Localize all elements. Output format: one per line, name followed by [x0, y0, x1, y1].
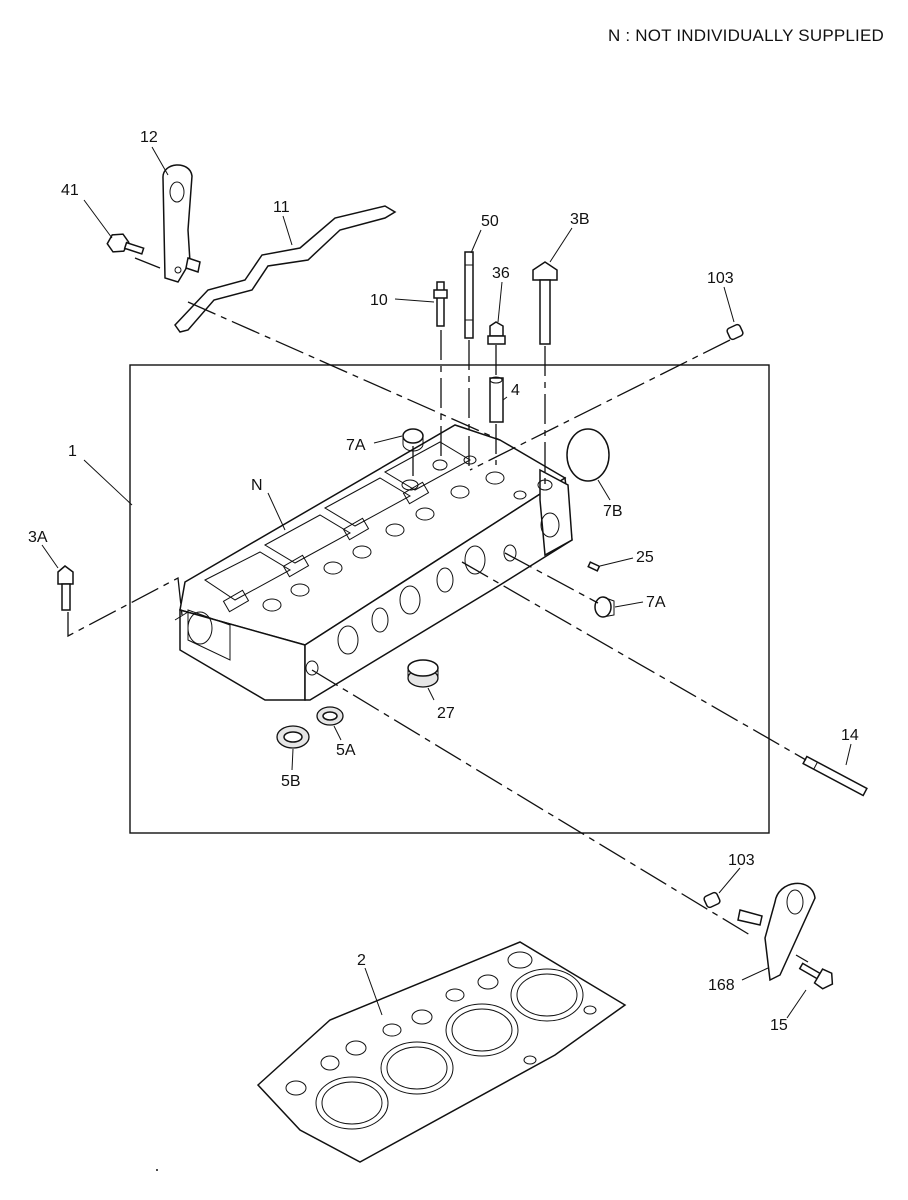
- label-14: 14: [841, 727, 859, 744]
- label-103-bottom: 103: [728, 852, 755, 869]
- label-3a: 3A: [28, 529, 48, 546]
- plug-27: [407, 659, 439, 688]
- seal-5a: [316, 706, 344, 726]
- pipe-11: [174, 205, 397, 333]
- label-5b: 5B: [281, 773, 301, 790]
- label-36: 36: [492, 265, 510, 282]
- cap-103-top: [726, 323, 744, 341]
- seal-5b: [276, 725, 310, 749]
- plug-7b: [566, 428, 610, 482]
- cap-103-bottom: [703, 891, 721, 909]
- label-50: 50: [481, 213, 499, 230]
- bolt-15: [798, 962, 834, 990]
- label-168: 168: [708, 977, 735, 994]
- label-12: 12: [140, 129, 158, 146]
- plug-36: [487, 321, 506, 345]
- stud-50: [464, 251, 474, 339]
- cylinder-head: [174, 424, 573, 701]
- label-103-top: 103: [707, 270, 734, 287]
- plug-7a-right: [594, 596, 615, 618]
- bolt-10: [433, 281, 448, 327]
- label-15: 15: [770, 1017, 788, 1034]
- label-11: 11: [273, 199, 290, 216]
- bolt-3a: [57, 565, 74, 611]
- bolt-3b: [532, 261, 558, 345]
- leader-lines: [41, 146, 852, 1019]
- assembly-lines: [67, 257, 809, 963]
- part-labels: 12 41 11 50 3B 36 103 10 4 7A 1 N 7B 3A …: [28, 129, 859, 1034]
- label-41: 41: [61, 182, 79, 199]
- bracket-12: [162, 164, 201, 283]
- legend-note: N : NOT INDIVIDUALLY SUPPLIED: [608, 26, 884, 45]
- label-1: 1: [68, 443, 77, 460]
- label-n: N: [251, 477, 263, 494]
- label-4: 4: [511, 382, 520, 399]
- label-25: 25: [636, 549, 654, 566]
- assembly-frame: [129, 364, 770, 834]
- label-27: 27: [437, 705, 455, 722]
- label-2: 2: [357, 952, 366, 969]
- label-7a-right: 7A: [646, 594, 666, 611]
- label-5a: 5A: [336, 742, 356, 759]
- label-7b: 7B: [603, 503, 623, 520]
- label-10: 10: [370, 292, 388, 309]
- label-7a-top: 7A: [346, 437, 366, 454]
- head-gasket: [156, 941, 627, 1171]
- bolt-41: [106, 233, 145, 255]
- stud-14: [802, 755, 868, 797]
- guide-4: [489, 376, 504, 423]
- label-3b: 3B: [570, 211, 590, 228]
- bracket-168: [737, 882, 816, 982]
- pin-25: [587, 561, 601, 572]
